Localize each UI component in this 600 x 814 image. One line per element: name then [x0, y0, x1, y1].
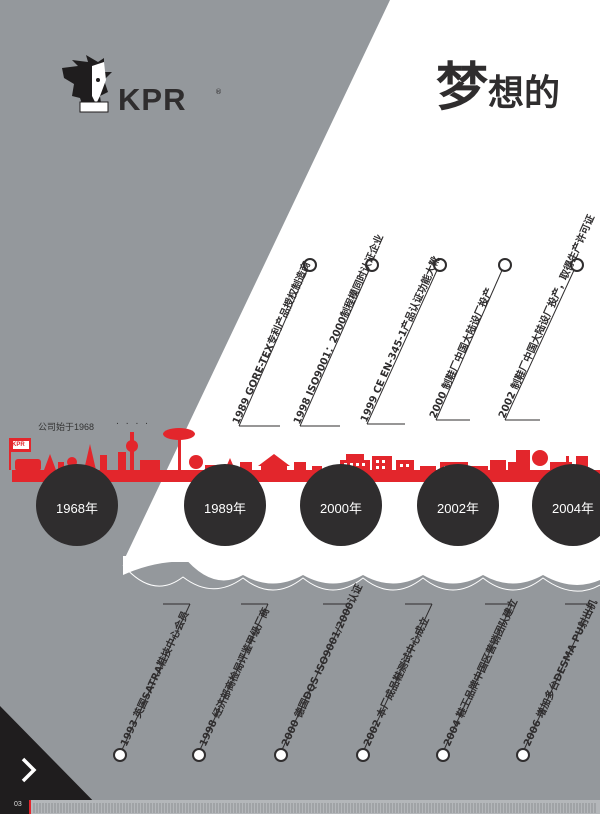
page-number: 03 [14, 801, 22, 808]
chevron-right-icon[interactable] [18, 756, 40, 784]
corner-triangle [0, 706, 106, 814]
year-circle-1968 [36, 464, 118, 546]
lower-milestone-nodes [113, 748, 530, 762]
kpr-mascot-logo [62, 55, 112, 113]
since-dots: . . . . [116, 417, 151, 427]
brand-wordmark: KPR [118, 82, 187, 117]
title-rest: 想的 [488, 73, 561, 114]
title-large-char: 梦 [436, 58, 489, 118]
upper-leader-lines [238, 267, 576, 427]
year-label: 1968年 [56, 501, 98, 516]
flag-badge: KPR [12, 442, 25, 448]
scallop-lobes [183, 556, 600, 585]
year-circle-2000 [300, 464, 382, 546]
white-diagonal-band [123, 0, 600, 562]
year-label: 2004年 [552, 501, 594, 516]
registered-mark: ® [215, 88, 222, 96]
year-label: 2000年 [320, 501, 362, 516]
scallop-outline [122, 564, 600, 592]
year-circle-1989 [184, 464, 266, 546]
year-label: 1989年 [204, 501, 246, 516]
since-text: 公司始于1968 [38, 422, 95, 432]
page-title: 梦想的 [436, 62, 560, 114]
year-circle-2004 [532, 464, 600, 546]
year-circle-2002 [417, 464, 499, 546]
ruler-strip [29, 800, 600, 814]
year-label: 2002年 [437, 501, 479, 516]
lower-leader-lines [120, 603, 593, 753]
upper-milestone-nodes [303, 258, 584, 272]
